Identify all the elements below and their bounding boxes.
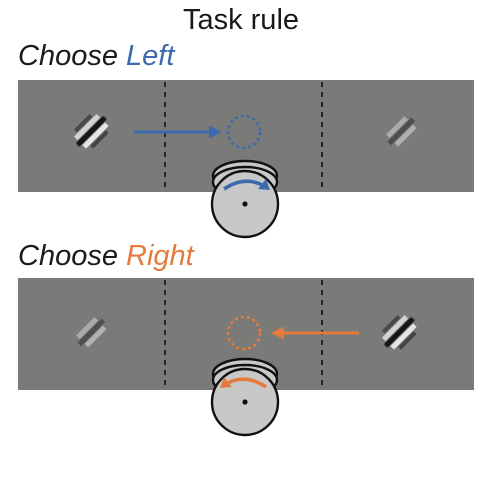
rule-label-right: Choose Right [18, 240, 194, 273]
target-location-circle [226, 114, 262, 150]
task-panel-right [18, 278, 474, 437]
wheel-center-dot [242, 201, 248, 207]
choice-arrow-head [209, 125, 222, 139]
steering-wheel [210, 159, 280, 239]
wheel-turn-arrow [223, 179, 265, 191]
rule-label-left: Choose Left [18, 40, 174, 73]
rule-word-right: Right [126, 240, 194, 272]
choice-arrow-head [271, 326, 284, 340]
wheel-turn-arrow [225, 377, 267, 389]
wheel-center-dot [242, 399, 248, 405]
rule-prefix: Choose [18, 240, 127, 272]
task-panel-left [18, 80, 474, 239]
rule-word-left: Left [126, 40, 175, 72]
rule-prefix: Choose [18, 40, 127, 72]
figure-title: Task rule [182, 4, 300, 36]
target-location-circle [226, 315, 262, 351]
steering-wheel [210, 357, 280, 437]
